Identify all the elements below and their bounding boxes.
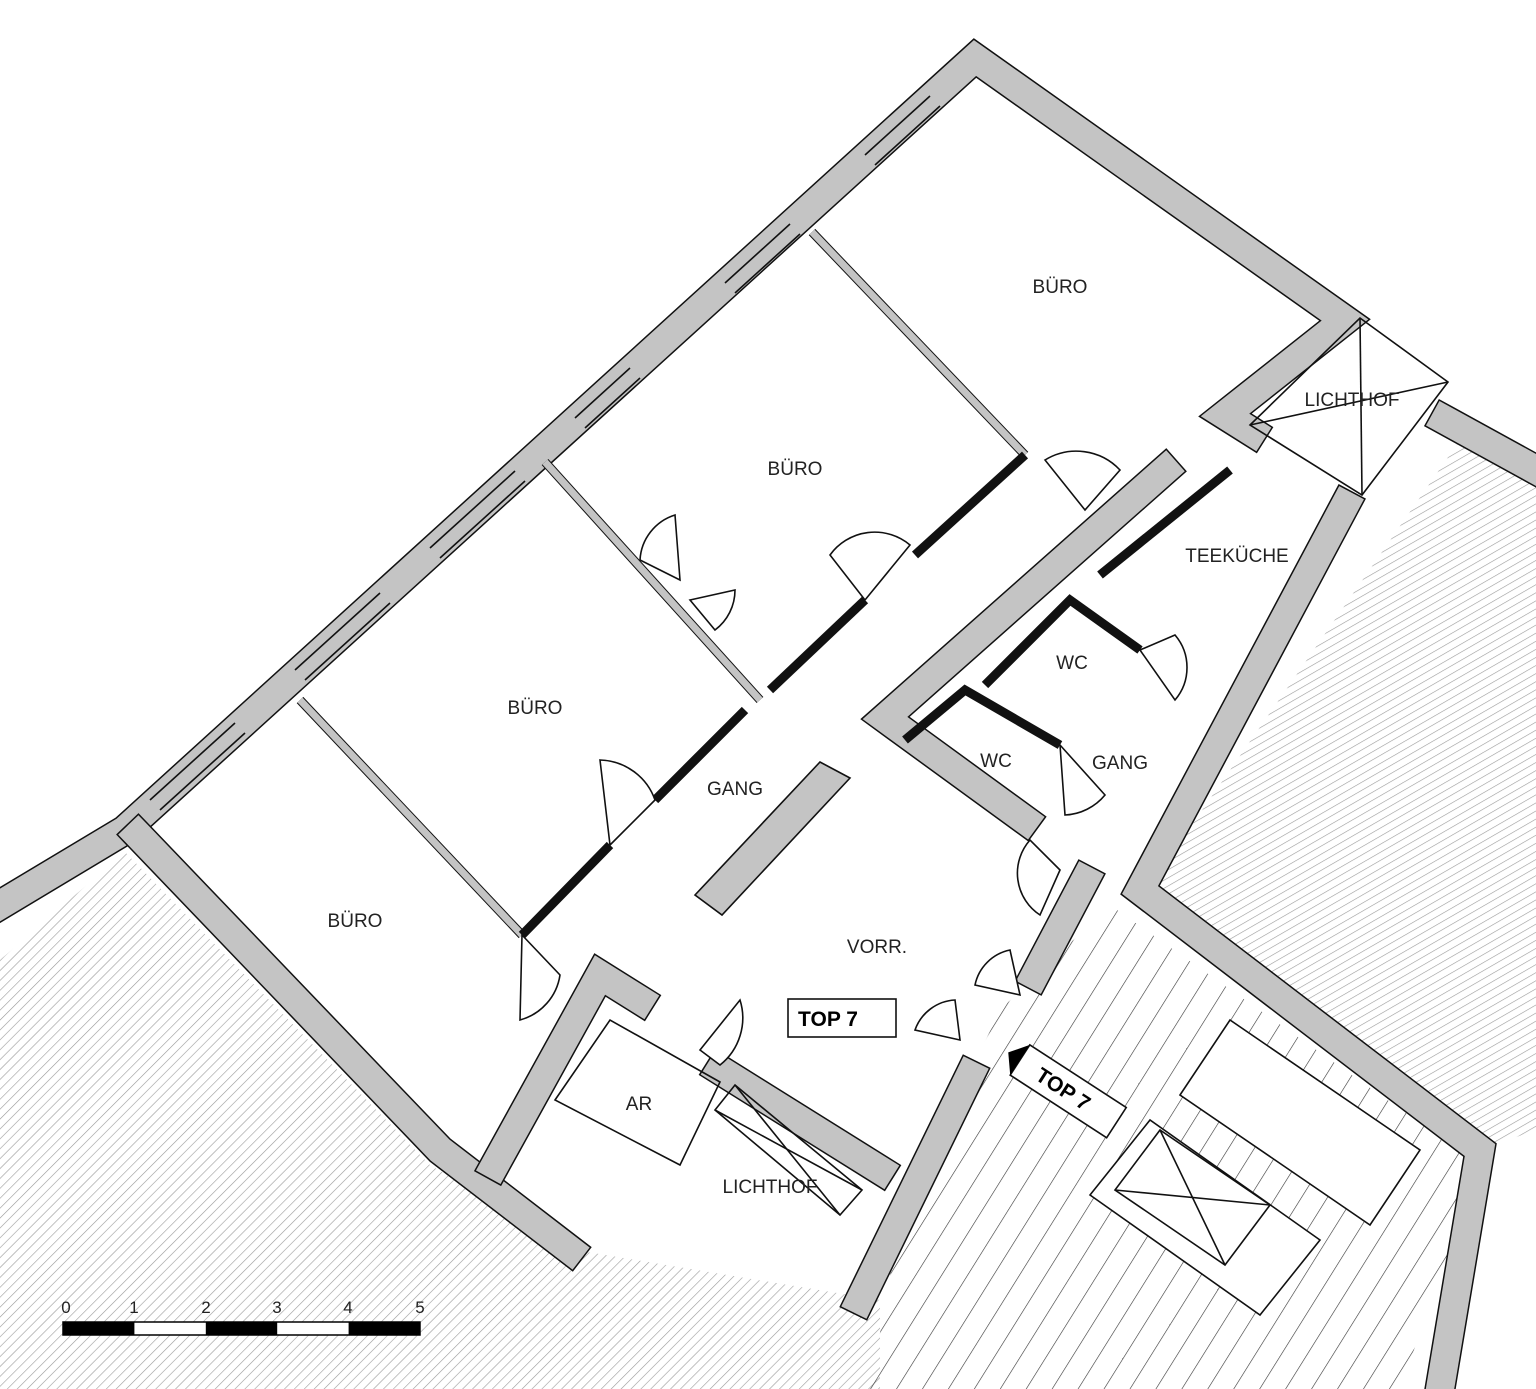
- lightwell-top: [1248, 316, 1450, 497]
- scale-tick: 3: [272, 1298, 281, 1317]
- neighbour-area-left: [0, 852, 880, 1389]
- door[interactable]: [1016, 838, 1061, 917]
- scale-tick: 0: [61, 1298, 70, 1317]
- room-label-lightwell: LICHTHOF: [1305, 390, 1400, 411]
- door[interactable]: [639, 513, 681, 582]
- room-label-lightwell: LICHTHOF: [723, 1177, 818, 1198]
- storage-room: [553, 1018, 722, 1167]
- unit-label-box: TOP 7: [787, 998, 897, 1038]
- room-label-office: BÜRO: [328, 911, 383, 932]
- windows: [149, 95, 941, 811]
- door[interactable]: [974, 949, 1022, 997]
- neighbour-area-right: [1150, 440, 1536, 1150]
- unit-label: TOP 7: [798, 1008, 858, 1031]
- doors: [519, 450, 1188, 1067]
- partitions: [296, 228, 1233, 939]
- room-label-office: BÜRO: [508, 698, 563, 719]
- scale-bar: 0 1 2 3 4 5: [61, 1298, 425, 1336]
- room-label-kitchenette: TEEKÜCHE: [1185, 546, 1288, 567]
- door[interactable]: [1138, 634, 1188, 702]
- walls: [0, 38, 1536, 1389]
- room-label-office: BÜRO: [768, 459, 823, 480]
- scale-tick: 5: [415, 1298, 424, 1317]
- room-label-corridor: GANG: [707, 779, 763, 800]
- door[interactable]: [913, 999, 961, 1042]
- room-label-wc: WC: [980, 751, 1012, 772]
- door[interactable]: [688, 589, 736, 632]
- room-label-wc: WC: [1056, 653, 1088, 674]
- scale-tick: 2: [201, 1298, 210, 1317]
- central-pillar: [693, 761, 852, 917]
- arrow-icon: [1008, 1044, 1030, 1076]
- room-label-storage: AR: [626, 1094, 652, 1115]
- scale-tick: 4: [343, 1298, 352, 1317]
- room-label-anteroom: VORR.: [847, 937, 907, 958]
- door[interactable]: [698, 998, 744, 1067]
- lightwell-bottom: [713, 1083, 864, 1217]
- door[interactable]: [1059, 742, 1107, 816]
- staircase: [870, 905, 1480, 1389]
- door[interactable]: [1043, 450, 1122, 512]
- room-label-office: BÜRO: [1033, 277, 1088, 298]
- door[interactable]: [829, 531, 912, 602]
- scale-tick: 1: [129, 1298, 138, 1317]
- door[interactable]: [519, 933, 561, 1022]
- room-label-corridor: GANG: [1092, 753, 1148, 774]
- door[interactable]: [599, 759, 656, 847]
